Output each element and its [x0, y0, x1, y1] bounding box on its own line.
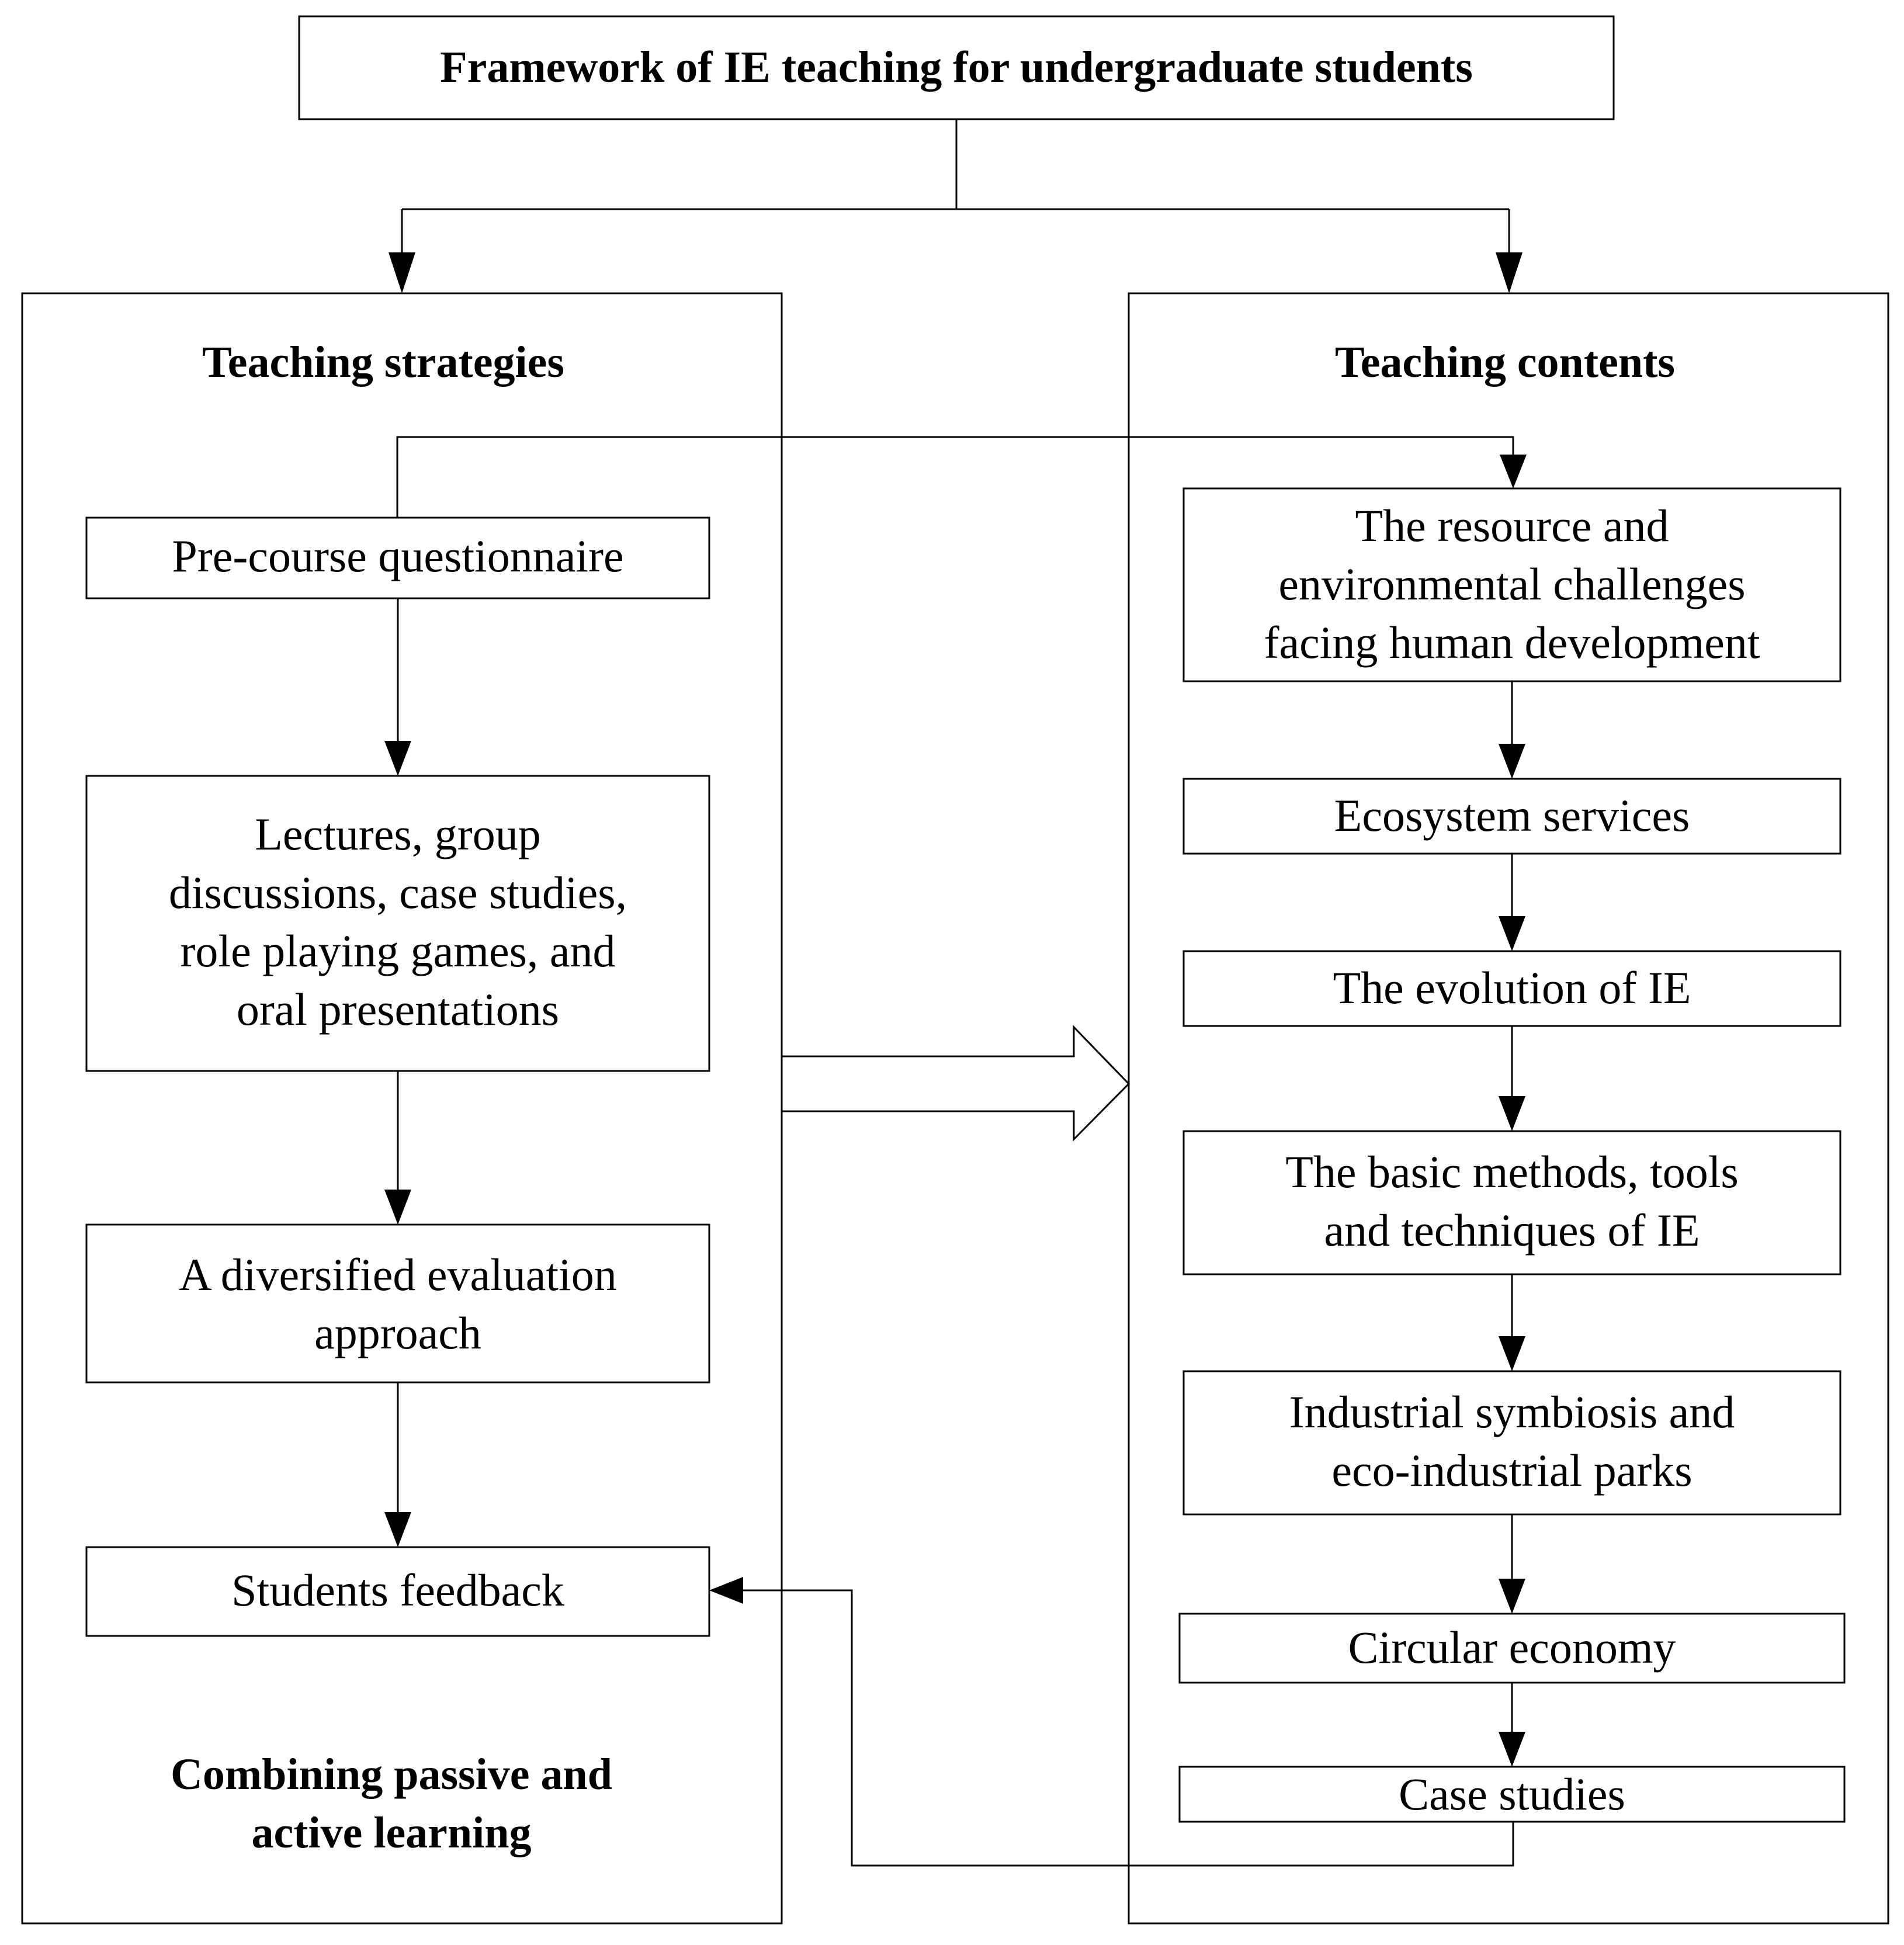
- content-step-1-line-1: The resource and: [1355, 500, 1669, 551]
- strategy-arrow-2: [384, 1071, 411, 1225]
- content-arrow-5: [1499, 1514, 1525, 1614]
- strategy-arrow-3: [384, 1382, 411, 1547]
- diagram-title: Framework of IE teaching for undergradua…: [440, 43, 1473, 92]
- strategies-footer: Combining passive and active learning: [171, 1750, 612, 1857]
- arrowhead-to-strategies: [389, 252, 415, 293]
- content-arrow-2: [1499, 854, 1525, 951]
- content-step-4-line-1: The basic methods, tools: [1285, 1146, 1739, 1197]
- content-arrowhead-4: [1499, 1336, 1525, 1371]
- content-step-1-line-2: environmental challenges: [1278, 559, 1745, 609]
- content-arrowhead-1: [1499, 744, 1525, 779]
- strategy-step-2-line-2: discussions, case studies,: [169, 867, 627, 918]
- content-arrow-1: [1499, 681, 1525, 779]
- strategy-step-1-line-1: Pre-course questionnaire: [172, 531, 623, 581]
- content-step-6: Circular economy: [1178, 1613, 1846, 1684]
- content-step-1: The resource and environmental challenges…: [1182, 487, 1841, 682]
- strategy-step-2-line-1: Lectures, group: [255, 809, 540, 859]
- content-step-5-line-2: eco-industrial parks: [1331, 1445, 1692, 1496]
- content-arrow-4: [1499, 1274, 1525, 1371]
- content-arrowhead-6: [1499, 1732, 1525, 1767]
- contents-heading: Teaching contents: [1335, 338, 1675, 387]
- strategy-step-4-line-1: Students feedback: [231, 1565, 564, 1615]
- strategy-step-3-line-1: A diversified evaluation: [179, 1249, 616, 1300]
- content-arrow-3: [1499, 1026, 1525, 1131]
- content-step-7-line-1: Case studies: [1399, 1769, 1625, 1819]
- case-studies-to-feedback-connector: [709, 1577, 1514, 1867]
- strategy-step-1: Pre-course questionnaire: [85, 516, 710, 599]
- arrowhead-to-contents: [1496, 252, 1522, 293]
- title-box: Framework of IE teaching for undergradua…: [298, 15, 1615, 120]
- strategy-step-3-line-2: approach: [314, 1308, 481, 1358]
- strategy-step-4: Students feedback: [85, 1546, 710, 1637]
- content-arrowhead-2: [1499, 916, 1525, 951]
- footer-line-2: active learning: [251, 1808, 531, 1857]
- content-arrowhead-5: [1499, 1579, 1525, 1614]
- strategy-arrow-1: [384, 598, 411, 776]
- content-step-1-line-3: facing human development: [1264, 617, 1760, 668]
- content-step-5-line-1: Industrial symbiosis and: [1289, 1386, 1735, 1437]
- strategy-step-2: Lectures, group discussions, case studies…: [85, 775, 710, 1072]
- strategies-heading: Teaching strategies: [202, 338, 564, 387]
- content-step-2: Ecosystem services: [1182, 778, 1841, 855]
- content-step-5: Industrial symbiosis and eco-industrial p…: [1182, 1370, 1841, 1516]
- strategy-step-3: A diversified evaluation approach: [85, 1223, 710, 1384]
- questionnaire-to-contents-connector: [396, 436, 1527, 518]
- content-step-4: The basic methods, tools and techniques o…: [1182, 1130, 1841, 1275]
- strategy-step-2-line-4: oral presentations: [237, 984, 559, 1035]
- strategy-arrowhead-2: [384, 1190, 411, 1225]
- content-arrow-6: [1499, 1683, 1525, 1767]
- content-steps: The resource and environmental challenges…: [1178, 487, 1846, 1823]
- strategy-arrowhead-3: [384, 1512, 411, 1547]
- content-step-7: Case studies: [1178, 1766, 1846, 1823]
- arrowhead-to-feedback: [709, 1577, 743, 1604]
- content-step-6-line-1: Circular economy: [1348, 1622, 1676, 1673]
- arrowhead-to-resource-box: [1500, 455, 1527, 488]
- strategies-to-contents-big-arrow: [781, 1025, 1130, 1142]
- strategy-step-2-line-3: role playing games, and: [180, 925, 615, 976]
- footer-line-1: Combining passive and: [171, 1750, 612, 1799]
- content-step-3-line-1: The evolution of IE: [1333, 962, 1691, 1013]
- content-step-4-line-2: and techniques of IE: [1324, 1205, 1700, 1256]
- strategy-arrowhead-1: [384, 741, 411, 776]
- title-split-connector: [389, 119, 1522, 293]
- content-step-2-line-1: Ecosystem services: [1334, 790, 1690, 841]
- content-step-3: The evolution of IE: [1182, 950, 1841, 1027]
- content-arrowhead-3: [1499, 1096, 1525, 1131]
